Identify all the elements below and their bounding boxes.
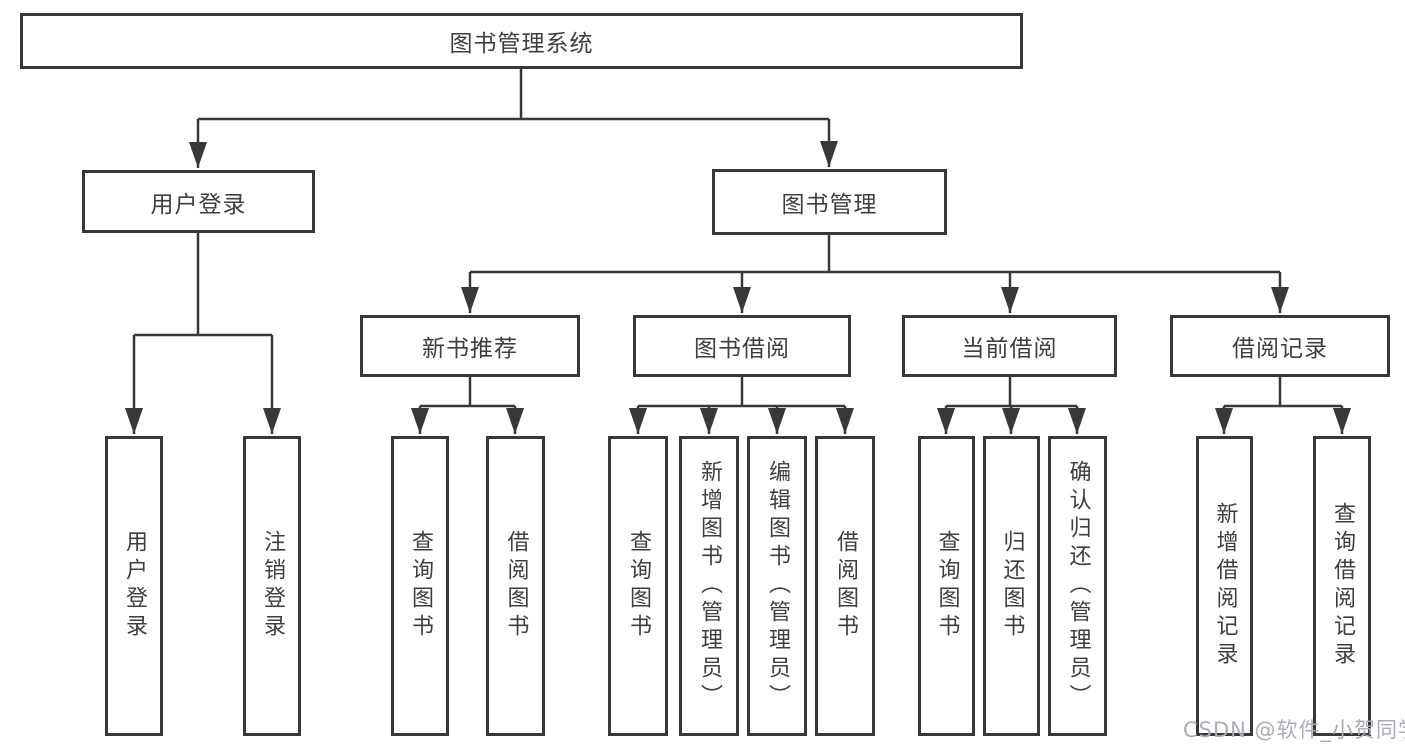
node-label: 借阅记录 bbox=[1232, 336, 1328, 362]
node-label: 借阅图书 bbox=[503, 530, 529, 642]
node-label: 编辑图书（管理员） bbox=[765, 460, 790, 712]
node-label: 查询借阅记录 bbox=[1330, 502, 1355, 670]
node-label: 图书管理系统 bbox=[449, 31, 594, 57]
node-leaf-add-borrow-record: 新增借阅记录 bbox=[1196, 436, 1253, 736]
node-label: 新增图书（管理员） bbox=[697, 460, 722, 712]
node-label: 确认归还（管理员） bbox=[1065, 460, 1091, 712]
node-label: 图书借阅 bbox=[694, 336, 790, 362]
node-label: 查询图书 bbox=[934, 530, 960, 642]
node-leaf-query-book-3: 查询图书 bbox=[918, 436, 975, 736]
node-library-management-system: 图书管理系统 bbox=[20, 13, 1023, 69]
node-current-borrowing: 当前借阅 bbox=[902, 315, 1117, 377]
edges bbox=[125, 69, 1351, 434]
node-leaf-edit-book-admin: 编辑图书（管理员） bbox=[747, 436, 807, 736]
node-label: 当前借阅 bbox=[961, 336, 1058, 362]
node-book-borrowing: 图书借阅 bbox=[633, 315, 851, 377]
node-leaf-user-login: 用户登录 bbox=[105, 436, 163, 736]
node-leaf-borrow-book-1: 借阅图书 bbox=[486, 436, 545, 736]
node-label: 查询图书 bbox=[626, 530, 651, 642]
node-label: 用户登录 bbox=[150, 191, 247, 218]
node-leaf-add-book-admin: 新增图书（管理员） bbox=[679, 436, 739, 736]
node-label: 借阅图书 bbox=[833, 530, 858, 642]
node-label: 归还图书 bbox=[999, 530, 1025, 642]
node-label: 图书管理 bbox=[781, 192, 878, 218]
node-leaf-query-borrow-record: 查询借阅记录 bbox=[1313, 436, 1371, 736]
node-label: 新增借阅记录 bbox=[1212, 502, 1238, 670]
node-leaf-borrow-book-2: 借阅图书 bbox=[815, 436, 875, 736]
node-user-login: 用户登录 bbox=[82, 170, 315, 233]
node-label: 查询图书 bbox=[408, 530, 433, 642]
node-leaf-query-book-2: 查询图书 bbox=[608, 436, 668, 736]
node-leaf-confirm-return-admin: 确认归还（管理员） bbox=[1048, 436, 1107, 736]
node-leaf-query-book-1: 查询图书 bbox=[391, 436, 449, 736]
csdn-watermark: CSDN @软件_小贺同学 bbox=[1183, 718, 1405, 742]
node-new-book-recommend: 新书推荐 bbox=[360, 315, 580, 377]
node-label: 新书推荐 bbox=[422, 336, 518, 362]
node-book-management: 图书管理 bbox=[712, 169, 947, 235]
node-label: 注销登录 bbox=[260, 530, 285, 642]
node-label: 用户登录 bbox=[122, 530, 147, 642]
node-leaf-return-book: 归还图书 bbox=[983, 436, 1040, 736]
node-borrow-records: 借阅记录 bbox=[1170, 315, 1390, 377]
node-leaf-logout: 注销登录 bbox=[243, 436, 301, 736]
